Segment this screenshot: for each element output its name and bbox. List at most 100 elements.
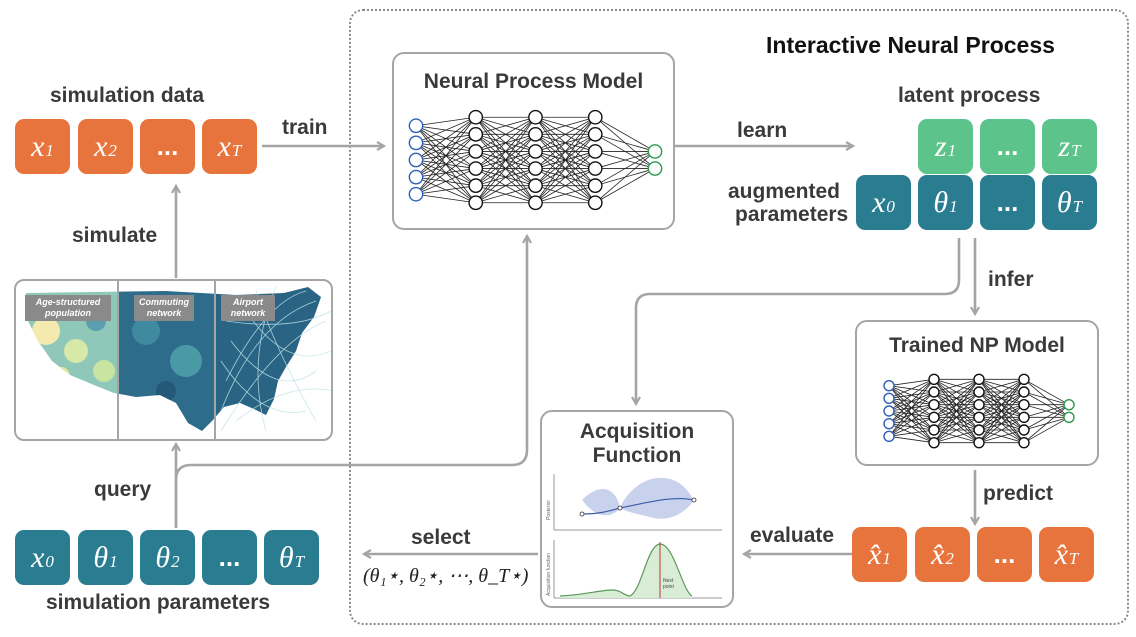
nn-node <box>973 424 985 436</box>
trained-np-model-title: Trained NP Model <box>889 334 1065 357</box>
map-label-commuting-line1: Commuting <box>139 297 189 307</box>
token-sub: 1 <box>45 140 54 160</box>
nn-node <box>973 398 985 411</box>
map-label-airport-line1: Airport <box>233 297 263 307</box>
nn-edge <box>475 134 536 204</box>
simulation-data-label: simulation data <box>50 84 205 107</box>
evaluate-label: evaluate <box>750 524 835 547</box>
nn-node <box>408 186 424 202</box>
nn-edge <box>475 185 536 204</box>
nn-node <box>468 126 484 142</box>
nn-edge <box>535 116 596 152</box>
token-base: ... <box>996 187 1019 217</box>
posterior-band <box>582 477 694 519</box>
nn-edge <box>415 116 477 195</box>
token-base: z <box>1058 129 1071 163</box>
nn-edge <box>535 168 596 204</box>
token-sub: T <box>1071 140 1081 160</box>
nn-edge <box>978 379 1025 418</box>
nn-node <box>883 405 895 417</box>
simulate-label: simulate <box>72 224 158 247</box>
nn-node <box>1063 398 1075 411</box>
map-label-airport-line2: network <box>230 308 266 318</box>
nn-edge <box>475 116 536 169</box>
token-base: x <box>217 129 231 163</box>
nn-node <box>587 144 603 159</box>
nn-node <box>587 178 603 194</box>
nn-edge <box>595 116 656 152</box>
query-to-model-arrow <box>174 236 527 528</box>
nn-edge <box>535 116 596 135</box>
nn-edge <box>933 391 980 443</box>
nn-edge <box>978 429 1025 444</box>
nn-node <box>1018 373 1030 386</box>
nn-node <box>883 417 895 430</box>
nn-node <box>928 398 940 411</box>
select-formula: (θ₁⋆, θ₂⋆, ⋯, θ_T⋆) <box>363 565 529 587</box>
nn-edge <box>595 151 656 169</box>
acquisition-curve <box>559 543 693 597</box>
nn-node <box>528 178 543 194</box>
token-base: ... <box>156 131 179 161</box>
nn-node <box>408 169 424 185</box>
nn-edge <box>415 116 476 127</box>
nn-edge <box>1023 378 1070 406</box>
token-sub: 2 <box>945 548 954 568</box>
token-base: θ <box>278 540 294 574</box>
nn-node <box>973 386 985 398</box>
nn-node <box>883 379 895 392</box>
predicted-token-1: x̂1 <box>852 527 907 582</box>
token-base: x̂ <box>1054 537 1068 571</box>
nn-node <box>928 411 940 424</box>
nn-edge <box>933 429 980 444</box>
token-sub: 0 <box>886 196 895 216</box>
token-base: x <box>94 129 108 163</box>
neural-process-model-title: Neural Process Model <box>423 70 644 93</box>
nn-edge <box>933 379 980 443</box>
nn-edge <box>978 404 1025 443</box>
token-sub: T <box>231 140 242 160</box>
nn-node <box>1063 411 1075 424</box>
nn-node <box>468 195 484 211</box>
map-label-age-line1: Age-structured <box>35 297 101 307</box>
simulation-parameters-label: simulation parameters <box>46 591 271 614</box>
nn-node <box>528 161 543 176</box>
acquisition-plots: Posterior Acquisition function Next poin… <box>546 474 722 599</box>
latent-token-ellipsis: ... <box>980 119 1035 174</box>
nn-edge <box>475 116 536 152</box>
nn-node <box>883 392 895 405</box>
token-base: θ <box>1056 185 1072 219</box>
map-label-age: Age-structured population <box>25 295 111 321</box>
nn-edge <box>415 185 476 195</box>
map-label-airport: Airport network <box>221 295 275 321</box>
token-sub: T <box>1068 548 1079 568</box>
nn-edge <box>978 379 1025 443</box>
nn-edge <box>475 151 536 204</box>
token-base: x̂ <box>868 537 882 571</box>
map-panel: Age-structured population Commuting netw… <box>14 279 333 441</box>
token-base: z <box>934 129 947 163</box>
map-label-commuting: Commuting network <box>134 295 194 321</box>
nn-edge <box>595 168 656 204</box>
train-label: train <box>282 116 328 139</box>
token-base: θ <box>93 540 109 574</box>
acquisition-title-line2: Function <box>592 444 682 467</box>
neural-network-graphic <box>408 109 663 211</box>
nn-edge <box>978 378 1025 393</box>
nn-node <box>468 109 484 125</box>
nn-node <box>587 126 603 142</box>
nn-edge <box>415 193 476 204</box>
token-base: ... <box>993 539 1016 569</box>
token-sub: 1 <box>949 196 958 216</box>
nn-node <box>528 126 543 142</box>
nn-edge <box>415 151 476 195</box>
nn-node <box>1018 386 1030 398</box>
nn-edge <box>415 168 476 195</box>
nn-node <box>973 373 985 386</box>
nn-edge <box>888 429 935 437</box>
